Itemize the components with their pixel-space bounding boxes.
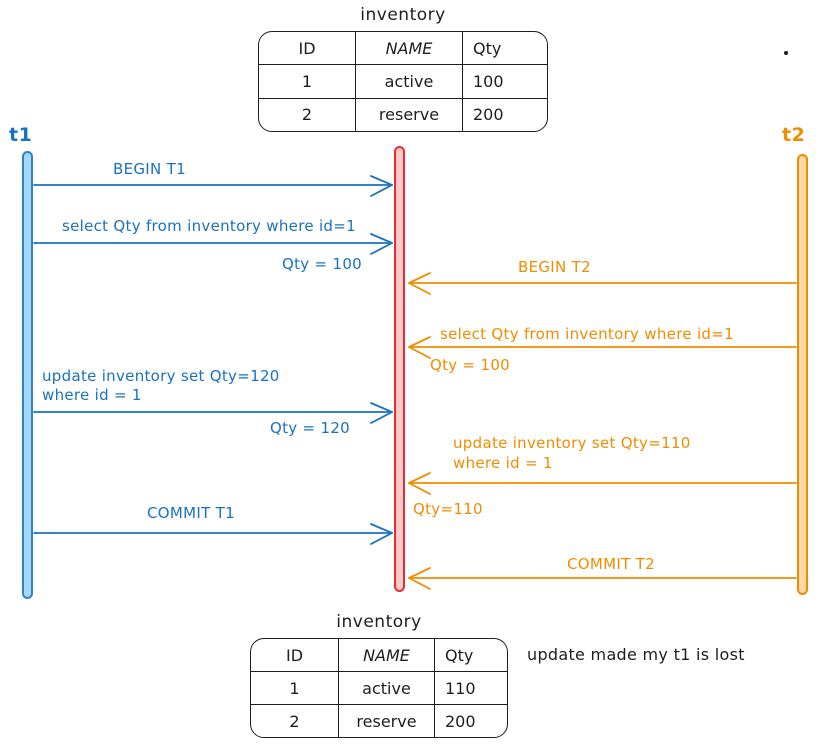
header-qty: Qty [445,645,474,665]
table-row: 2 reserve 200 [259,98,547,131]
header-name: NAME [356,32,463,65]
cell-id: 2 [259,98,356,131]
msg-select-t2-result: Qty = 100 [430,356,510,374]
lifeline-t2-label: t2 [782,124,806,146]
msg-update-t2-result: Qty=110 [413,500,483,518]
top-inventory-table: ID NAME Qty 1 active 100 2 reserve 200 [258,31,548,132]
cell-id: 2 [251,705,339,737]
table-row: 1 active 110 [251,672,507,705]
cell-name: active [339,672,435,704]
msg-update-t2-line2: where id = 1 [453,454,553,472]
arrow-begin-t2 [408,272,797,295]
lost-update-note: update made my t1 is lost [527,645,745,664]
lifeline-db-bar [394,146,405,592]
msg-select-t2: select Qty from inventory where id=1 [440,325,734,343]
bottom-table-title: inventory [336,612,422,632]
lifeline-t1-label: t1 [9,124,33,146]
msg-select-t1: select Qty from inventory where id=1 [62,217,356,235]
table-row: 2 reserve 200 [251,705,507,737]
msg-update-t1-line1: update inventory set Qty=120 [42,367,280,385]
table-header-row: ID NAME Qty [251,639,507,672]
lifeline-t1-bar [22,151,33,599]
header-id: ID [259,32,356,65]
header-qty: Qty [473,38,502,58]
msg-update-t1-line2: where id = 1 [42,386,142,404]
cell-id: 1 [259,65,356,98]
header-name: NAME [339,639,435,671]
cell-qty: 200 [473,105,504,125]
top-table-title: inventory [360,5,446,25]
stray-dot [784,51,788,55]
msg-begin-t1: BEGIN T1 [113,160,186,178]
msg-begin-t2: BEGIN T2 [518,258,591,276]
msg-commit-t1: COMMIT T1 [147,504,235,522]
cell-qty: 110 [445,678,476,698]
bottom-inventory-table: ID NAME Qty 1 active 110 2 reserve 200 [250,638,508,738]
arrow-update-t2 [408,472,797,495]
cell-name: reserve [356,98,463,131]
arrow-select-t1 [33,233,393,255]
cell-name: reserve [339,705,435,737]
lifeline-t2-bar [797,154,808,595]
msg-commit-t2: COMMIT T2 [567,555,655,573]
arrow-begin-t1 [33,175,393,197]
cell-name: active [356,65,463,98]
msg-update-t1-result: Qty = 120 [270,419,350,437]
msg-update-t2-line1: update inventory set Qty=110 [453,434,691,452]
arrow-commit-t1 [33,523,393,545]
table-row: 1 active 100 [259,65,547,99]
cell-qty: 200 [445,711,476,731]
msg-select-t1-result: Qty = 100 [282,255,362,273]
cell-id: 1 [251,672,339,704]
table-header-row: ID NAME Qty [259,32,547,66]
cell-qty: 100 [473,71,504,91]
header-id: ID [251,639,339,671]
